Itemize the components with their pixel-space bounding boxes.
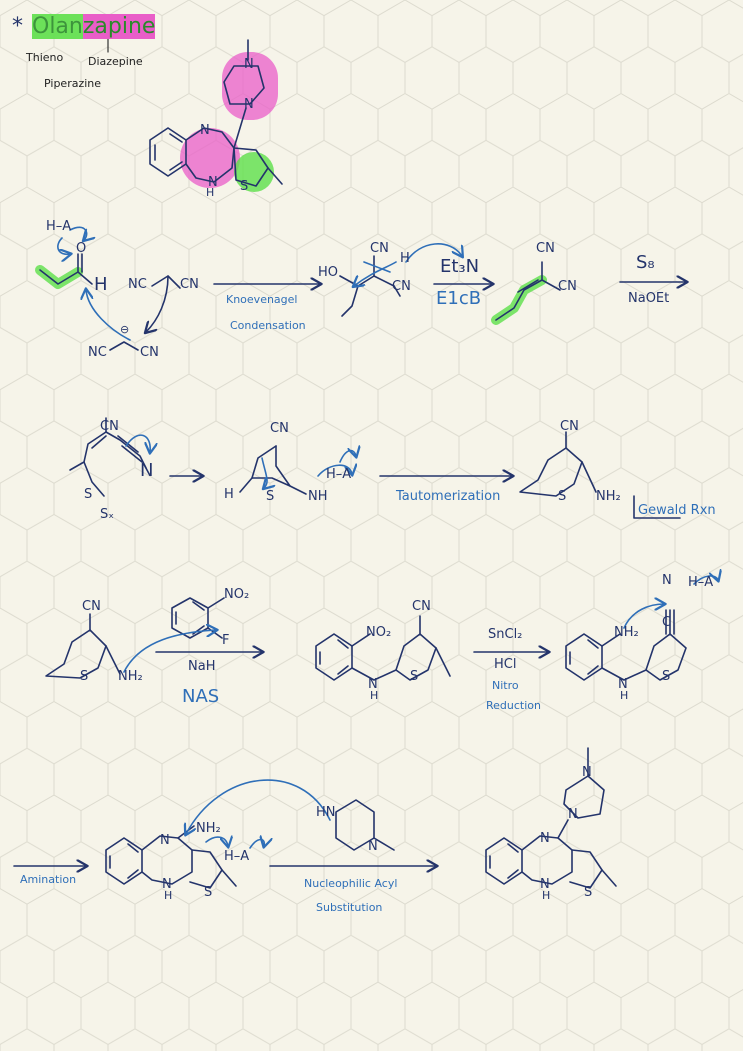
atom-nh2: NH₂ (196, 821, 221, 836)
reagent-s8: S₈ (636, 252, 655, 273)
atom-n: N (244, 97, 254, 112)
atom-h: H (542, 889, 551, 902)
atom-h: H (94, 274, 108, 295)
atom-nh2: NH₂ (614, 625, 639, 640)
atom-s: S (266, 489, 275, 504)
atom-h-a: H–A (46, 219, 72, 234)
atom-s: S (240, 179, 249, 194)
atom-nc: NC (128, 277, 147, 292)
atom-h: H (164, 889, 173, 902)
atom-h: H (206, 186, 215, 199)
atom-nh2: NH₂ (596, 489, 621, 504)
atom-n: N (200, 123, 210, 138)
piperazine-highlight (222, 52, 278, 120)
atom-cn: CN (412, 599, 431, 614)
atom-n: N (662, 573, 672, 588)
label-condensation: Condensation (230, 319, 306, 332)
atom-h: H (400, 251, 410, 266)
label-amination: Amination (20, 873, 77, 886)
atom-cn: CN (270, 421, 289, 436)
label-nas: NAS (182, 686, 220, 707)
atom-s: S (584, 885, 593, 900)
atom-f: F (222, 633, 230, 648)
atom-cn: CN (370, 241, 389, 256)
row2-gewald (69, 417, 681, 519)
atom-cn: CN (560, 419, 579, 434)
atom-cn: CN (536, 241, 555, 256)
atom-h: H (620, 689, 629, 702)
label-nitro: Nitro (492, 679, 519, 692)
label-reduction: Reduction (486, 699, 541, 712)
label-gewald: Gewald Rxn (638, 503, 716, 518)
atom-n: N (208, 175, 218, 190)
atom-s: S (204, 885, 213, 900)
label-tautomerization: Tautomerization (396, 489, 501, 504)
title-part2: zapine (82, 14, 156, 39)
atom-nh2: NH₂ (118, 669, 143, 684)
atom-n: N (140, 460, 154, 481)
atom-s: S (410, 669, 419, 684)
reagent-nah: NaH (188, 659, 216, 674)
atom-c: C (662, 615, 672, 630)
atom-n: N (368, 839, 378, 854)
propanal-highlight (35, 265, 83, 289)
atom-ho: HO (318, 265, 339, 280)
row3-nas (45, 576, 718, 681)
atom-s: S (80, 669, 89, 684)
atom-n: N (540, 877, 550, 892)
atom-s: S (662, 669, 671, 684)
star-mark: * (12, 14, 23, 39)
atom-h-a: H–A (326, 467, 352, 482)
label-substitution: Substitution (316, 901, 383, 914)
reagent-sncl2: SnCl₂ (488, 627, 523, 642)
atom-hn: HN (316, 805, 336, 820)
atom-cn: CN (180, 277, 199, 292)
atom-s: S (558, 489, 567, 504)
atom-n: N (618, 677, 628, 692)
title-olan: Olanzapine (32, 14, 156, 39)
atom-n: N (368, 677, 378, 692)
atom-cn: CN (140, 345, 159, 360)
atom-o: O (76, 241, 87, 256)
atom-cn: CN (82, 599, 101, 614)
atom-h-a: H–A (688, 575, 714, 590)
label-nucleophilic-acyl: Nucleophilic Acyl (304, 877, 398, 890)
atom-sx: Sₓ (100, 507, 115, 522)
label-knoevenagel: Knoevenagel (226, 293, 298, 306)
atom-n: N (244, 57, 254, 72)
atom-cn: CN (392, 279, 411, 294)
atom-cn: CN (100, 419, 119, 434)
atom-n: N (582, 765, 592, 780)
atom-cn: CN (558, 279, 577, 294)
atom-no2: NO₂ (224, 587, 250, 602)
carbanion-charge: ⊖ (120, 323, 130, 336)
row4-final (13, 747, 617, 889)
label-piperazine: Piperazine (44, 77, 102, 90)
reagent-hcl: HCl (494, 657, 517, 672)
atom-nh: NH (308, 489, 328, 504)
atom-nc: NC (88, 345, 107, 360)
atom-h: H (224, 487, 234, 502)
row1-knoevenagel (35, 226, 686, 351)
atom-n: N (162, 877, 172, 892)
label-thieno: Thieno (26, 51, 64, 64)
olanzapine-overview-structure (107, 17, 283, 192)
label-e1cb: E1cB (436, 288, 482, 309)
atom-n: N (160, 833, 170, 848)
atom-h: H (370, 689, 379, 702)
atom-no2: NO₂ (366, 625, 392, 640)
atom-s: S (84, 487, 93, 502)
title-part1: Olan (32, 14, 83, 39)
atom-n: N (540, 831, 550, 846)
label-diazepine: Diazepine (88, 55, 143, 68)
atom-n: N (568, 807, 578, 822)
reagent-naoet: NaOEt (628, 291, 670, 306)
reagent-et3n: Et₃N (440, 256, 480, 277)
atom-h-a: H–A (224, 849, 250, 864)
